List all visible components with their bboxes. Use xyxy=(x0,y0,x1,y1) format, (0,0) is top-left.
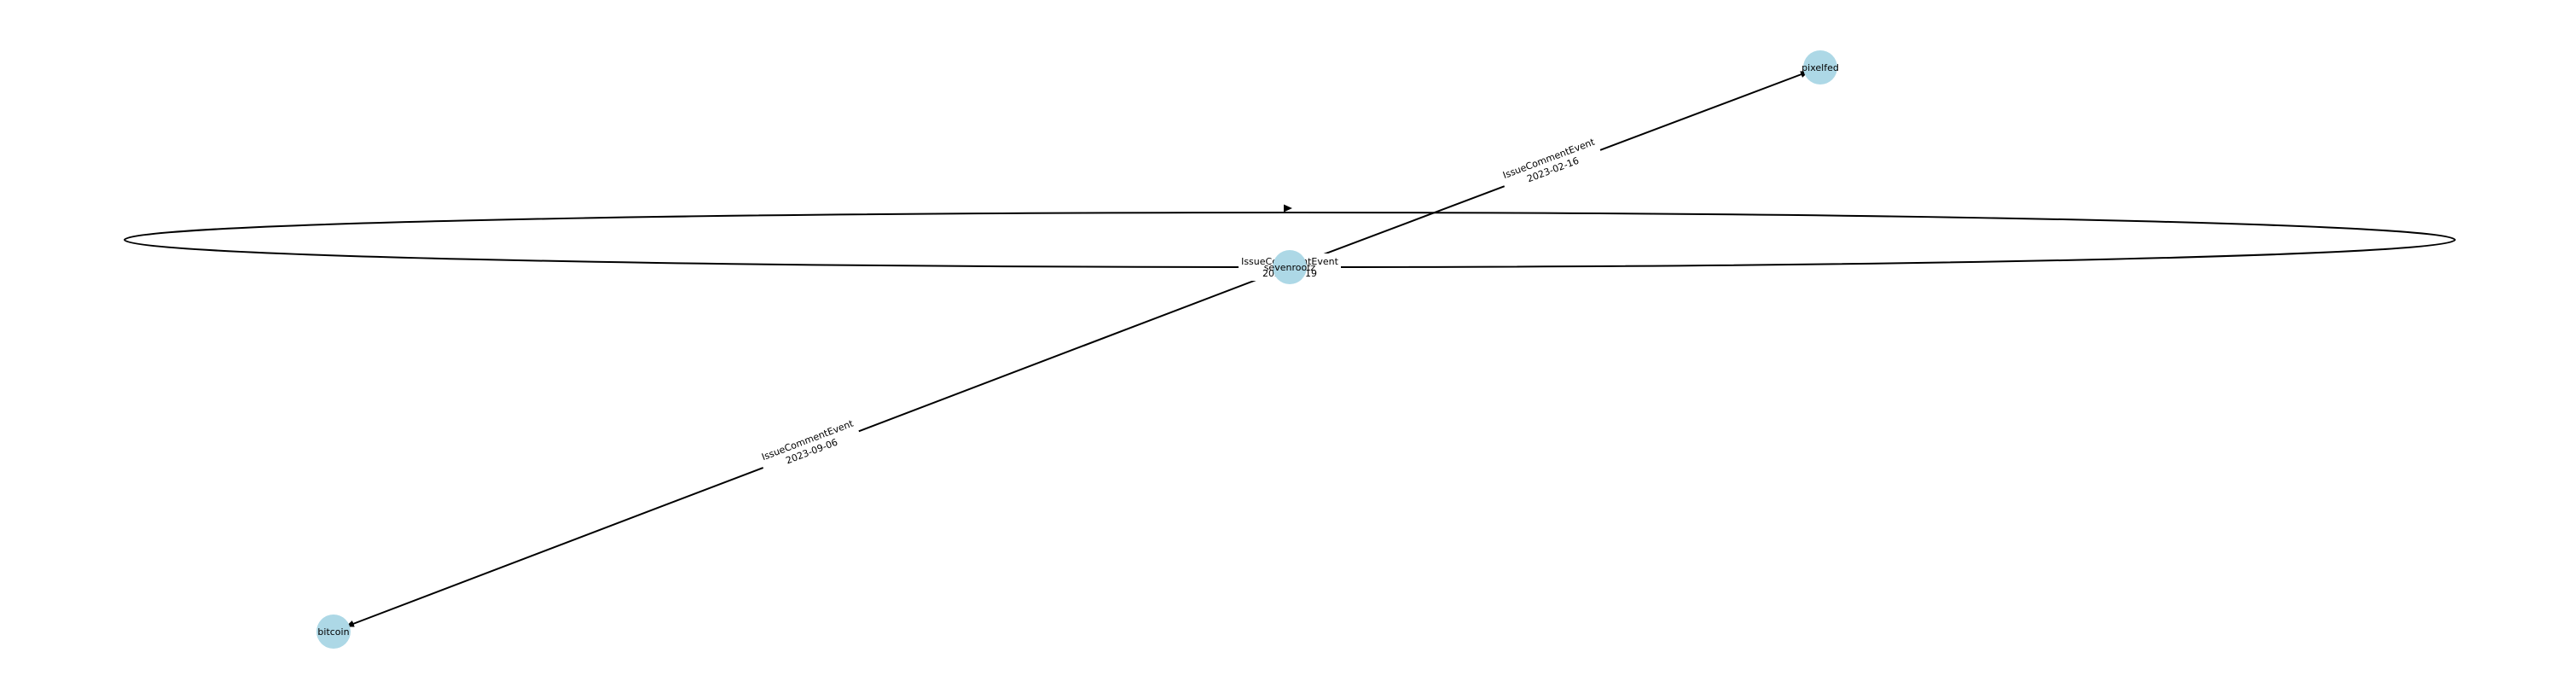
node-sevenrootz[interactable]: sevenrootz xyxy=(1264,250,1316,284)
node-label: sevenrootz xyxy=(1264,262,1316,273)
node-label: bitcoin xyxy=(317,626,349,638)
node-bitcoin[interactable]: bitcoin xyxy=(316,615,351,649)
node-pixelfed[interactable]: pixelfed xyxy=(1801,50,1839,84)
self-loop-arrowhead xyxy=(1284,204,1292,213)
edge-label-bitcoin: IssueCommentEvent 2023-09-06 xyxy=(757,414,862,477)
node-label: pixelfed xyxy=(1801,62,1839,73)
edge-label-pixelfed: IssueCommentEvent 2023-02-16 xyxy=(1498,132,1604,195)
